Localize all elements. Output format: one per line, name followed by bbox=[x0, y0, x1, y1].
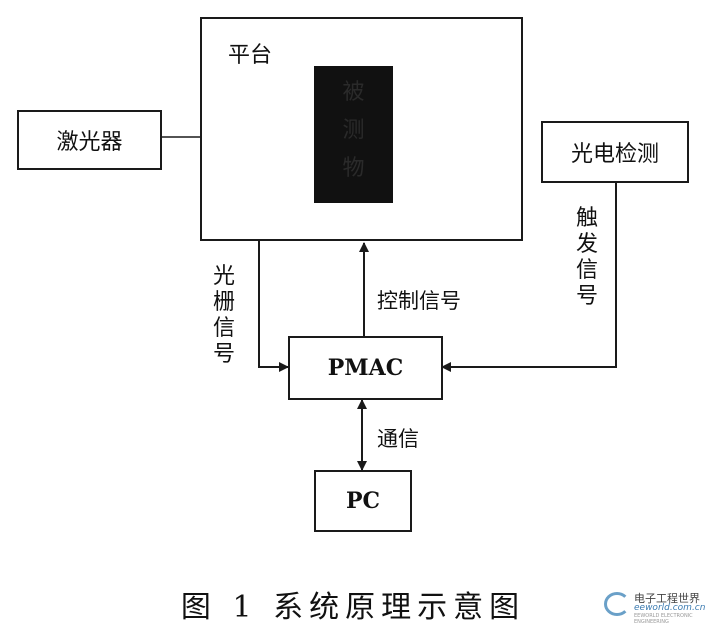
photo-detect-box: 光电检测 bbox=[541, 121, 689, 183]
photo-detect-label: 光电检测 bbox=[570, 142, 659, 167]
grating-signal-label: 光栅信号 bbox=[212, 264, 235, 367]
pc-box: PC bbox=[314, 470, 412, 532]
specimen-block: 被测物 bbox=[314, 66, 393, 203]
trigger-signal-line bbox=[441, 182, 617, 372]
platform-box: 平台 bbox=[200, 17, 523, 241]
eeworld-logo-icon bbox=[604, 592, 630, 616]
comm-label: 通信 bbox=[377, 427, 419, 451]
pmac-box: PMAC bbox=[288, 336, 443, 400]
control-signal-label: 控制信号 bbox=[377, 289, 461, 313]
watermark-url: eeworld.com.cn bbox=[634, 603, 706, 613]
pmac-label: PMAC bbox=[327, 355, 404, 381]
figure-caption: 图 1 系统原理示意图 bbox=[180, 590, 526, 625]
pc-label: PC bbox=[345, 488, 381, 514]
grating-signal-line bbox=[258, 240, 289, 372]
trigger-signal-label: 触发信号 bbox=[575, 206, 598, 309]
laser-label: 激光器 bbox=[56, 130, 123, 155]
eeworld-watermark: 电子工程世界 eeworld.com.cn EEWORLD ELECTRONIC… bbox=[604, 590, 705, 625]
watermark-brand: 电子工程世界 bbox=[634, 592, 700, 605]
specimen-label: 被测物 bbox=[342, 80, 365, 181]
watermark-tagline: EEWORLD ELECTRONIC ENGINEERING bbox=[634, 613, 693, 625]
laser-box: 激光器 bbox=[17, 110, 162, 170]
platform-label: 平台 bbox=[228, 43, 273, 68]
